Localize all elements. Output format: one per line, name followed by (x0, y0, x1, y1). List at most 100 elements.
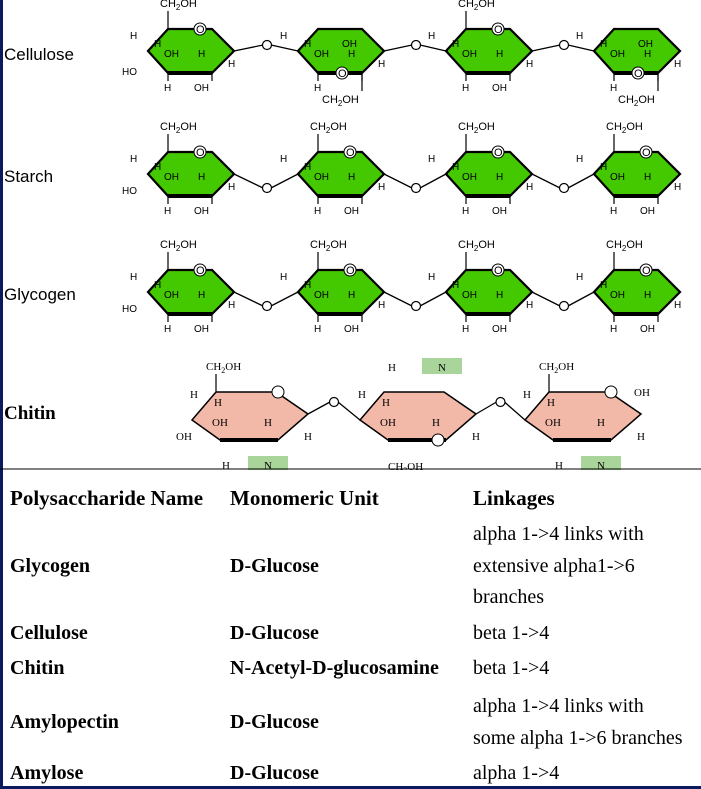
starch-ring-0-h5: H (164, 206, 171, 217)
cellulose-ring-3-oh1: OH (610, 49, 625, 60)
row-chitin-unit: N-Acetyl-D-glucosamine (230, 657, 439, 679)
cellulose-ring-0-oxygen (193, 22, 207, 36)
cellulose-ring-1-h3: H (280, 31, 287, 42)
glycogen-ring-2-h4: H (526, 300, 533, 311)
glycogen-ring-0-o-label: O (196, 265, 205, 277)
starch-ring-1-o-label: O (346, 147, 355, 159)
glycogen-glycosidic-o-1 (410, 300, 422, 312)
glycogen-ring-1-h4: H (378, 300, 385, 311)
chitin-glycosidic-o-0 (328, 396, 340, 408)
row-glycogen-unit: D-Glucose (230, 555, 319, 577)
starch-ring-1-h1: H (304, 162, 311, 173)
starch-ring-1-h3: H (280, 154, 287, 165)
header-unit: Monomeric Unit (230, 486, 379, 510)
starch-ring-2-h3: H (428, 154, 435, 165)
glycogen-ring-3-h2: H (644, 290, 651, 301)
glycogen-ring-2-oxygen (491, 263, 505, 277)
starch-ring-3-oh3: OH (640, 206, 655, 217)
starch-ring-3-h2: H (644, 172, 651, 183)
cellulose-ring-1-o-label: O (338, 68, 347, 80)
chitin-ring-2-n-box (581, 456, 621, 470)
glycogen-ring-3-oxygen (639, 263, 653, 277)
starch-ring-0-h3: H (130, 154, 137, 165)
chitin-ring-0-n-label: N (264, 460, 272, 470)
cellulose-ring-0-oh1: OH (164, 49, 179, 60)
glycogen-ring-1-oh3: OH (344, 324, 359, 335)
cellulose-ring-3-h2: H (644, 49, 651, 60)
glycogen-ring-3 (592, 268, 682, 316)
cellulose-ring-2-h2: H (496, 49, 503, 60)
label-glycogen: Glycogen (4, 285, 76, 304)
starch-ring-1-h5: H (314, 206, 321, 217)
label-cellulose: Cellulose (4, 45, 74, 64)
cellulose-ring-2 (444, 27, 534, 75)
glycogen-ring-2-oh1: OH (462, 290, 477, 301)
chitin-ring-2-h4: H (637, 431, 645, 443)
starch-ring-3-o-label: O (642, 147, 651, 159)
chitin-ring-0-oxygen (271, 385, 285, 399)
chitin-glycosidic-o-1 (495, 396, 506, 408)
cellulose-ring-1-h2: H (348, 49, 355, 60)
glycogen-ring-1-h3: H (280, 272, 287, 283)
chitin-ring-2-h3: H (597, 417, 605, 429)
starch-ring-0 (146, 150, 236, 198)
cellulose-ring-1-h5: H (314, 83, 321, 94)
starch-ring-2-h4: H (526, 182, 533, 193)
chitin-ring-0-h2: H (214, 397, 222, 409)
glycogen-ring-1-o-label: O (346, 265, 355, 277)
label-chitin: Chitin (4, 403, 56, 424)
row-amylopectin-linkage-line2: some alpha 1->6 branches (473, 727, 683, 749)
glycogen-ring-0-oh3: OH (194, 324, 209, 335)
cellulose-ring-3-h1: H (600, 39, 607, 50)
glycogen-ring-1-oh1: OH (314, 290, 329, 301)
chitin-ring-0-ch2oh: CH2OH (206, 361, 241, 375)
glycogen-ring-3-h1: H (600, 280, 607, 291)
glycogen-ring-3-ch2oh: CH2OH (606, 239, 643, 253)
glycogen-ring-1-h2: H (348, 290, 355, 301)
glycogen-ring-2 (444, 268, 534, 316)
glycogen-ring-3-h3: H (576, 272, 583, 283)
starch-ring-0-oxygen (193, 145, 207, 159)
starch-ring-2-ch2oh: CH2OH (458, 121, 495, 135)
cellulose-ring-2-h3: H (428, 31, 435, 42)
glycogen-ring-1-h5: H (314, 324, 321, 335)
chitin-ring-0-h1: H (190, 389, 198, 401)
row-cellulose-unit: D-Glucose (230, 622, 319, 644)
starch-glycosidic-o-2 (558, 182, 570, 194)
glycogen-ring-0-h4: H (228, 300, 235, 311)
starch-ring-3-h3: H (576, 154, 583, 165)
row-glycogen-linkage-line2: extensive alpha1->6 (473, 555, 635, 577)
chitin-ring-0-n-box (248, 456, 288, 470)
glycogen-ring-2-ch2oh: CH2OH (458, 239, 495, 253)
row-amylopectin-name: Amylopectin (10, 711, 119, 733)
glycogen-ring-1-ch2oh: CH2OH (310, 239, 347, 253)
glycogen-ring-2-oh3: OH (492, 324, 507, 335)
cellulose-ring-3-oh2: OH (638, 39, 653, 50)
cellulose-ring-3-h3: H (576, 31, 583, 42)
glycogen-ring-2-h3: H (428, 272, 435, 283)
starch-ring-1-oxygen (343, 145, 357, 159)
chitin-oh-terminal-left: OH (176, 431, 192, 443)
starch-ring-1-oh1: OH (314, 172, 329, 183)
starch-ring-0-h4: H (228, 182, 235, 193)
starch-ring-3 (592, 150, 682, 198)
starch-ring-2-oh1: OH (462, 172, 477, 183)
chitin-ring-1-h1: H (358, 389, 366, 401)
glycogen-ring-0-oh1: OH (164, 290, 179, 301)
cellulose-ring-0-h3: H (130, 31, 137, 42)
starch-ring-3-h1: H (600, 162, 607, 173)
starch-ring-2-oxygen (491, 145, 505, 159)
chitin-ring-2-h-bottom: H (555, 460, 563, 470)
cellulose-ring-3 (592, 27, 682, 75)
cellulose-ring-1-oxygen (335, 66, 349, 80)
diagram-frame-left (0, 0, 3, 470)
starch-ring-0-oh1: OH (164, 172, 179, 183)
chitin-ring-2-oxygen (604, 385, 618, 399)
starch-ring-3-oxygen (639, 145, 653, 159)
starch-ring-2-o-label: O (494, 147, 503, 159)
chitin-ring-0 (190, 391, 310, 441)
header-linkages: Linkages (473, 486, 555, 510)
row-chitin-name: Chitin (10, 657, 65, 679)
chitin-ring-0-h3: H (264, 417, 272, 429)
